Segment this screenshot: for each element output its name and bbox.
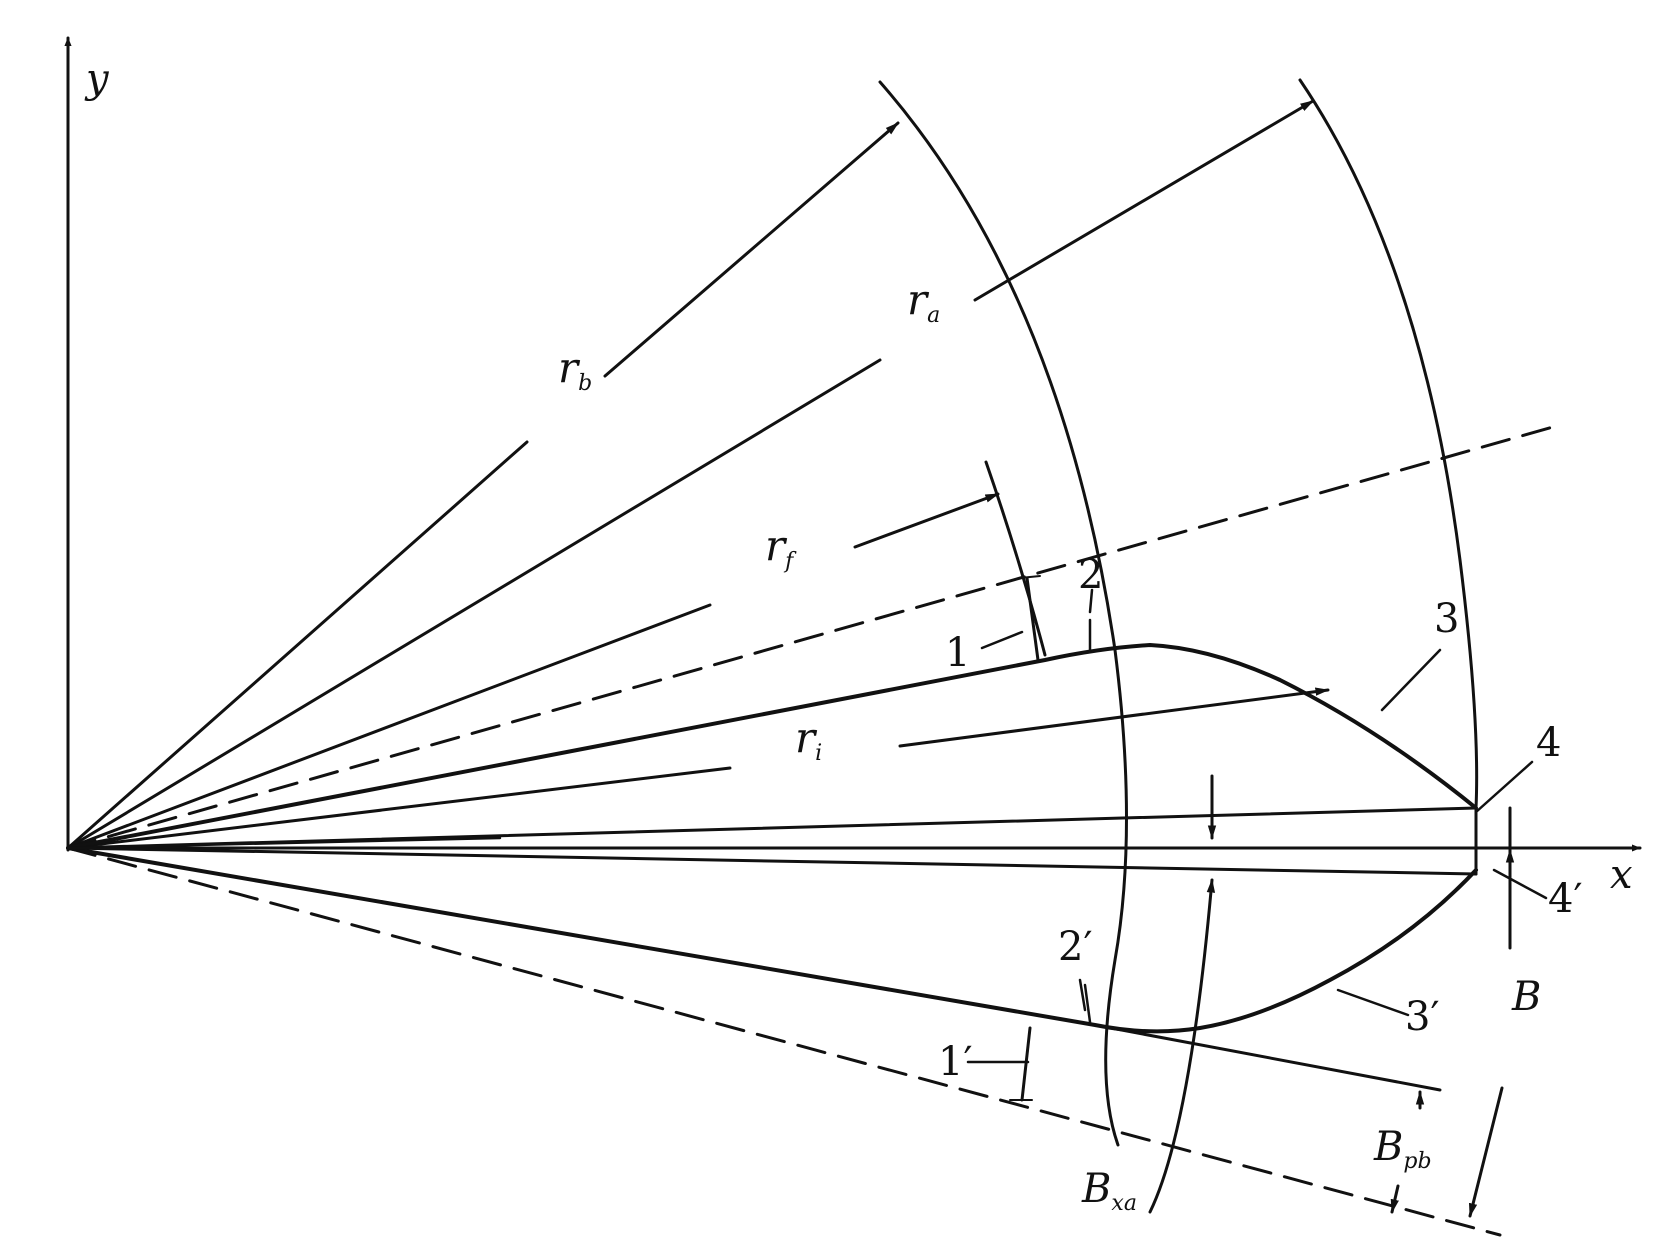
label-4-prime: 4′ bbox=[1548, 876, 1583, 922]
lower-parallel-line bbox=[1093, 1023, 1442, 1092]
rb-arc bbox=[878, 80, 1128, 1147]
radius-arcs bbox=[878, 78, 1479, 1147]
Bxa-label: Bxa bbox=[1081, 1166, 1137, 1216]
rb-arrow bbox=[603, 121, 900, 378]
blade-profile bbox=[66, 643, 1478, 1092]
Bxa-lower-arrow bbox=[1148, 878, 1216, 1214]
ra-arc bbox=[1298, 78, 1479, 810]
width-dimension-arrows bbox=[1148, 774, 1515, 1218]
B-lower-arrow bbox=[1468, 1086, 1504, 1218]
ri-arrow bbox=[898, 687, 1330, 748]
ra-arrow bbox=[973, 99, 1315, 302]
dashed-boundaries bbox=[66, 423, 1562, 1237]
label-1: 1 bbox=[945, 630, 970, 676]
lower-profile-curve bbox=[66, 846, 1478, 1034]
label-3-prime: 3′ bbox=[1405, 994, 1440, 1040]
upper-profile-curve bbox=[66, 643, 1478, 850]
B-label: B bbox=[1511, 974, 1541, 1020]
y-axis-label: y bbox=[84, 56, 110, 102]
label-3: 3 bbox=[1434, 596, 1459, 642]
rf-label: rf bbox=[765, 521, 797, 574]
rb-label: rb bbox=[558, 343, 592, 396]
lower-thickness-line bbox=[66, 846, 1478, 876]
ri-label: ri bbox=[795, 713, 822, 766]
rf-arc bbox=[984, 460, 1047, 657]
leader-lines bbox=[966, 588, 1548, 1064]
upper-dashed-line bbox=[66, 423, 1562, 850]
x-axis-label: x bbox=[1610, 852, 1633, 898]
coordinate-axes bbox=[64, 36, 1642, 852]
ra-label: ra bbox=[907, 275, 940, 328]
radius-dimension-arrows bbox=[603, 99, 1330, 748]
label-2-prime: 2′ bbox=[1058, 924, 1093, 970]
lower-dashed-line bbox=[66, 846, 1502, 1237]
upper-thickness-line bbox=[66, 806, 1478, 850]
radial-lines bbox=[66, 358, 882, 850]
Bpb-label: Bpb bbox=[1373, 1124, 1432, 1174]
label-2: 2 bbox=[1078, 552, 1103, 598]
Bpb-lower-arrow bbox=[1390, 1184, 1400, 1214]
label-4: 4 bbox=[1536, 720, 1561, 766]
label-1-prime: 1′ bbox=[938, 1039, 973, 1085]
rf-arrow bbox=[853, 492, 1000, 549]
thickness-marks bbox=[1009, 575, 1092, 1102]
